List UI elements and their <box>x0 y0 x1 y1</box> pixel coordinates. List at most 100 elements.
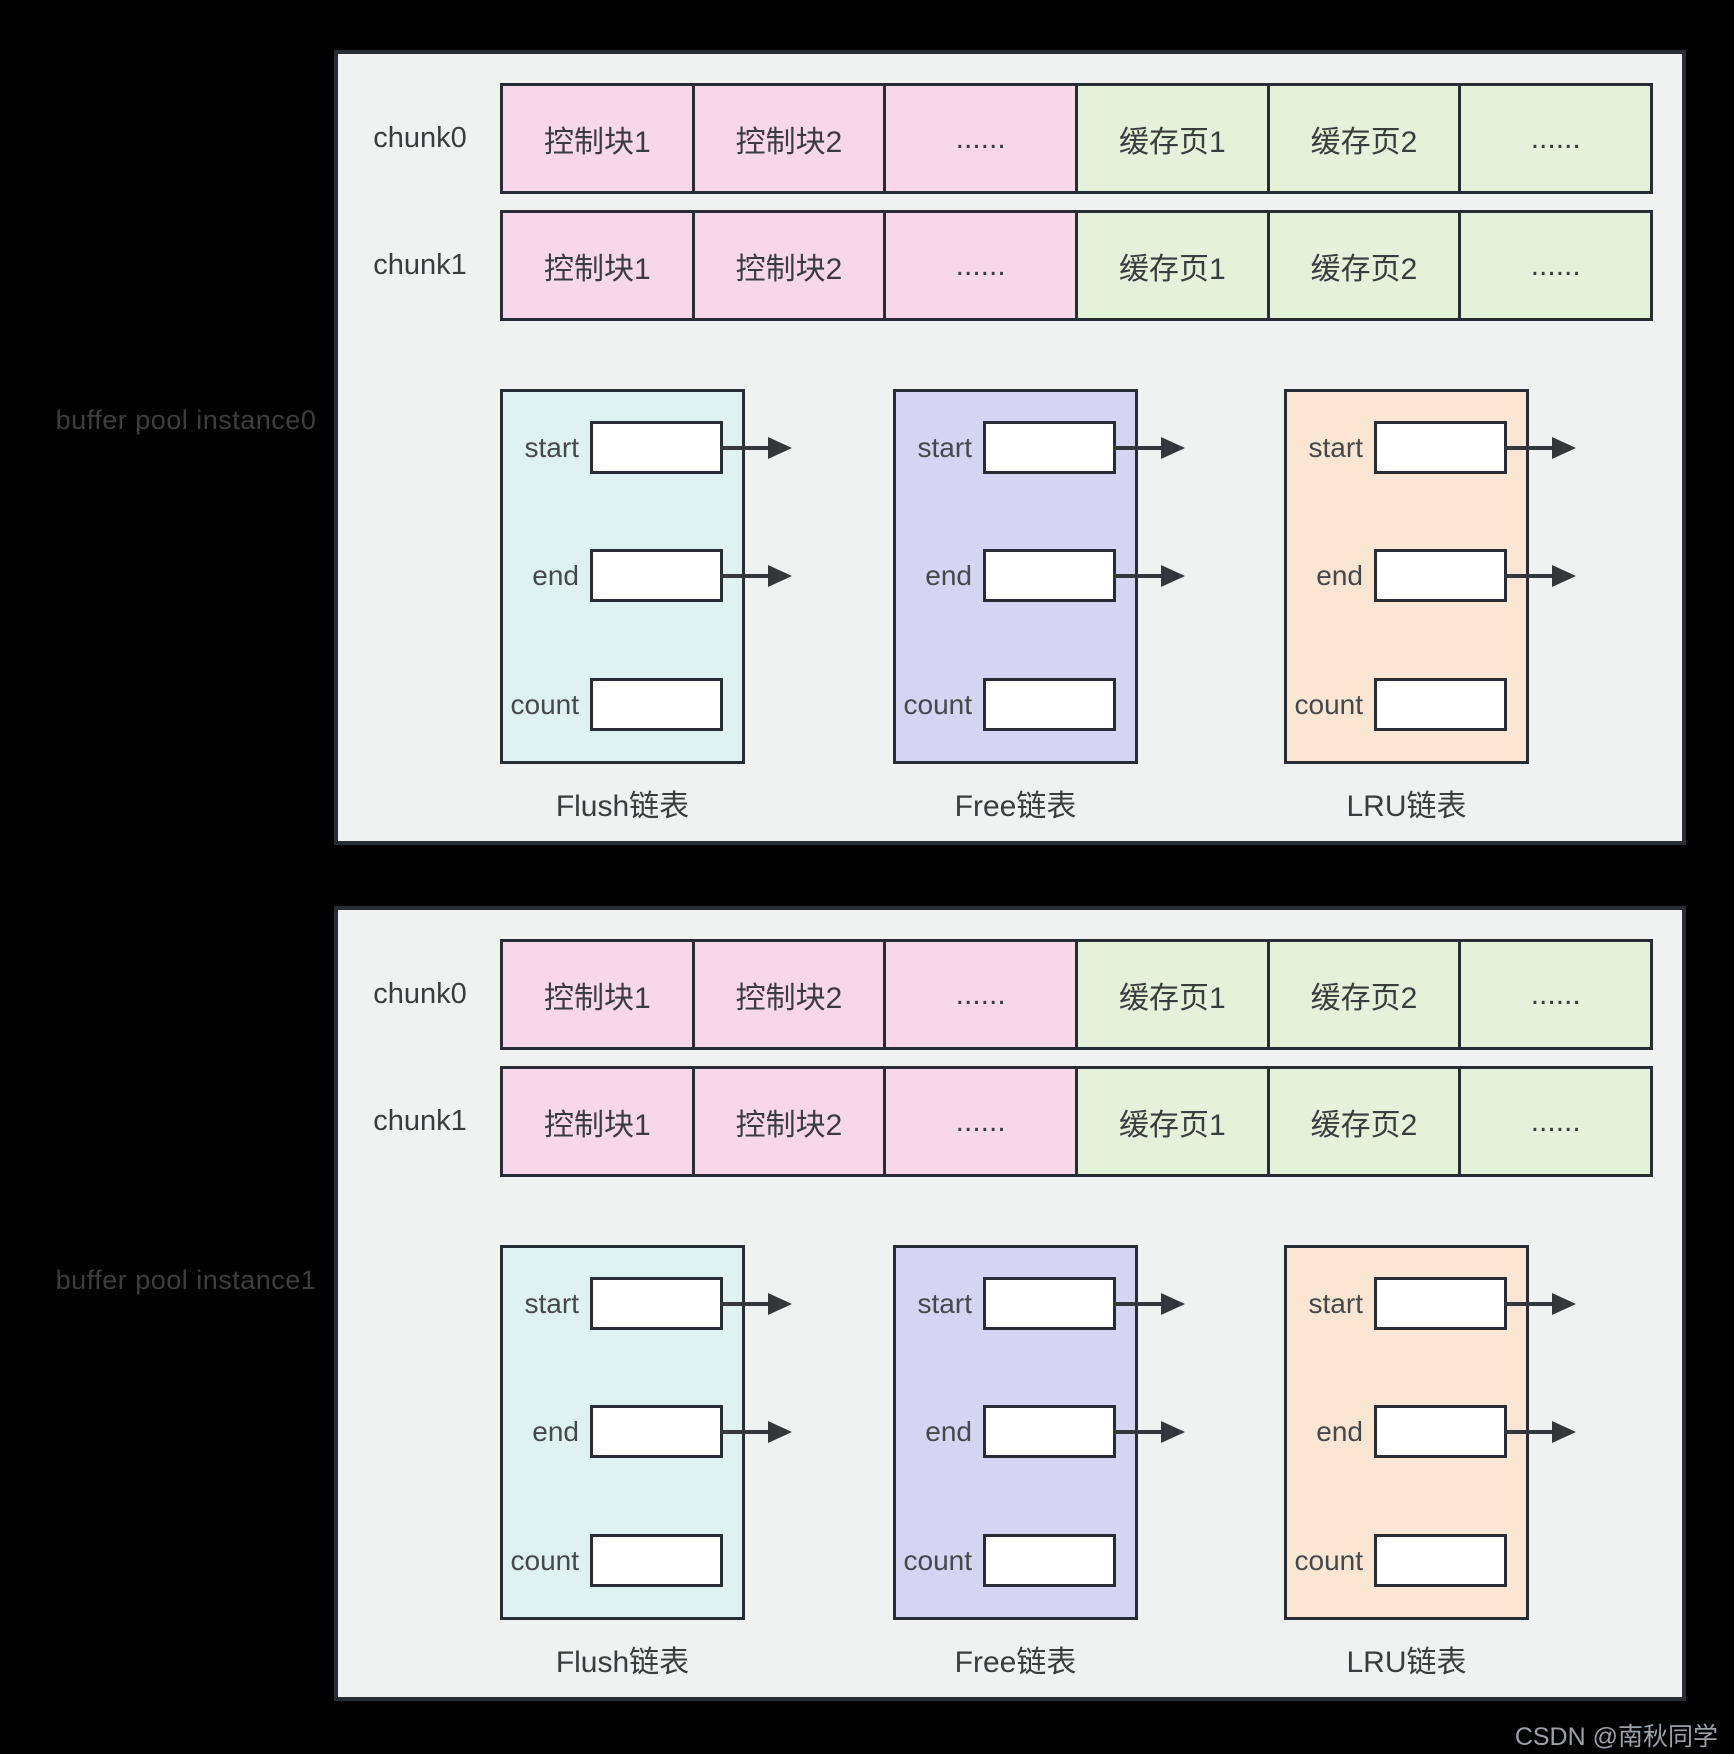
control-block-cell: 控制块2 <box>691 939 887 1050</box>
start-field: start <box>503 1277 792 1330</box>
free-list-caption: Free链表 <box>954 1646 1077 1679</box>
start-label: start <box>1308 1288 1363 1319</box>
end-pointer-slot <box>1374 549 1507 602</box>
count-slot <box>590 678 723 731</box>
cache-page-cell: 缓存页2 <box>1266 939 1462 1050</box>
start-label: start <box>524 1288 579 1319</box>
end-field: end <box>503 549 792 602</box>
chunk0-row: 控制块1 控制块2 ...... 缓存页1 缓存页2 ...... <box>500 939 1654 1050</box>
end-label: end <box>1316 560 1363 591</box>
end-field: end <box>896 1405 1185 1458</box>
start-pointer-slot <box>1374 421 1507 474</box>
end-arrow-icon <box>720 564 792 587</box>
start-field: start <box>1287 1277 1576 1330</box>
ellipsis-cell: ...... <box>883 939 1079 1050</box>
flush-list-caption: Flush链表 <box>555 1646 690 1679</box>
end-field: end <box>503 1405 792 1458</box>
count-slot <box>983 1534 1116 1587</box>
start-label: start <box>524 432 579 463</box>
chunk1-label: chunk1 <box>373 249 467 281</box>
start-field: start <box>1287 421 1576 474</box>
buffer-pool-instance0-label: buffer pool instance0 <box>55 405 317 435</box>
chunk1-row: 控制块1 控制块2 ...... 缓存页1 缓存页2 ...... <box>500 1066 1654 1177</box>
lru-list-box: start end count <box>1284 1245 1576 1620</box>
end-pointer-slot <box>983 549 1116 602</box>
end-pointer-slot <box>1374 1405 1507 1458</box>
control-block-cell: 控制块2 <box>691 210 887 321</box>
start-arrow-icon <box>1504 1292 1576 1315</box>
start-pointer-slot <box>983 421 1116 474</box>
start-arrow-icon <box>1113 436 1185 459</box>
end-arrow-icon <box>1504 564 1576 587</box>
control-block-cell: 控制块1 <box>500 1066 695 1177</box>
cache-page-cell: 缓存页2 <box>1266 210 1462 321</box>
end-label: end <box>925 560 972 591</box>
count-field: count <box>1287 678 1526 731</box>
control-block-cell: 控制块2 <box>691 83 887 194</box>
chunk1-row: 控制块1 控制块2 ...... 缓存页1 缓存页2 ...... <box>500 210 1654 321</box>
count-slot <box>590 1534 723 1587</box>
start-label: start <box>917 1288 972 1319</box>
ellipsis-cell: ...... <box>1458 210 1654 321</box>
start-field: start <box>896 1277 1185 1330</box>
end-pointer-slot <box>590 549 723 602</box>
flush-list-box: start end count <box>500 389 792 764</box>
ellipsis-cell: ...... <box>883 210 1079 321</box>
flush-list-box: start end count <box>500 1245 792 1620</box>
cache-page-cell: 缓存页1 <box>1075 210 1270 321</box>
end-pointer-slot <box>590 1405 723 1458</box>
chunk0-label: chunk0 <box>373 122 467 154</box>
end-pointer-slot <box>983 1405 1116 1458</box>
start-field: start <box>503 421 792 474</box>
ellipsis-cell: ...... <box>883 1066 1079 1177</box>
cache-page-cell: 缓存页1 <box>1075 939 1270 1050</box>
buffer-pool-instance1-panel: chunk0 控制块1 控制块2 ...... 缓存页1 缓存页2 ......… <box>334 906 1686 1701</box>
ellipsis-cell: ...... <box>1458 939 1654 1050</box>
end-label: end <box>532 1416 579 1447</box>
lru-list-caption: LRU链表 <box>1346 790 1467 823</box>
start-label: start <box>1308 432 1363 463</box>
control-block-cell: 控制块1 <box>500 939 695 1050</box>
buffer-pool-instance0-panel: chunk0 控制块1 控制块2 ...... 缓存页1 缓存页2 ......… <box>334 50 1686 845</box>
start-pointer-slot <box>590 421 723 474</box>
count-slot <box>1374 678 1507 731</box>
count-slot <box>983 678 1116 731</box>
cache-page-cell: 缓存页2 <box>1266 83 1462 194</box>
count-label: count <box>1294 1545 1364 1576</box>
start-arrow-icon <box>1113 1292 1185 1315</box>
start-pointer-slot <box>590 1277 723 1330</box>
start-pointer-slot <box>1374 1277 1507 1330</box>
cache-page-cell: 缓存页1 <box>1075 1066 1270 1177</box>
ellipsis-cell: ...... <box>1458 1066 1654 1177</box>
end-field: end <box>1287 549 1576 602</box>
start-field: start <box>896 421 1185 474</box>
end-arrow-icon <box>1113 1420 1185 1443</box>
lru-list-caption: LRU链表 <box>1346 1646 1467 1679</box>
count-slot <box>1374 1534 1507 1587</box>
count-field: count <box>503 1534 742 1587</box>
start-arrow-icon <box>1504 436 1576 459</box>
count-label: count <box>903 1545 973 1576</box>
free-list-box: start end count <box>893 389 1185 764</box>
start-arrow-icon <box>720 1292 792 1315</box>
count-field: count <box>503 678 742 731</box>
count-label: count <box>510 689 580 720</box>
cache-page-cell: 缓存页1 <box>1075 83 1270 194</box>
end-label: end <box>532 560 579 591</box>
control-block-cell: 控制块2 <box>691 1066 887 1177</box>
count-label: count <box>903 689 973 720</box>
free-list-box: start end count <box>893 1245 1185 1620</box>
end-field: end <box>896 549 1185 602</box>
control-block-cell: 控制块1 <box>500 210 695 321</box>
buffer-pool-instance1-label: buffer pool instance1 <box>55 1265 317 1295</box>
count-label: count <box>510 1545 580 1576</box>
start-label: start <box>917 432 972 463</box>
csdn-watermark: CSDN @南秋同学 <box>1514 1723 1718 1751</box>
end-arrow-icon <box>1113 564 1185 587</box>
chunk0-row: 控制块1 控制块2 ...... 缓存页1 缓存页2 ...... <box>500 83 1654 194</box>
lru-list-box: start end count <box>1284 389 1576 764</box>
end-label: end <box>1316 1416 1363 1447</box>
count-field: count <box>896 678 1135 731</box>
ellipsis-cell: ...... <box>883 83 1079 194</box>
ellipsis-cell: ...... <box>1458 83 1654 194</box>
